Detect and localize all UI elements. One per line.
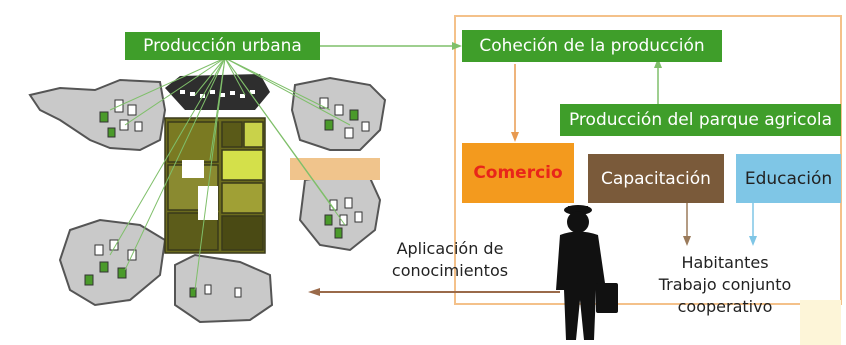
connection-lines: [109, 57, 351, 291]
trabajo-line-2: cooperativo: [677, 297, 773, 316]
label-habitantes: Habitantes Trabajo conjunto cooperativo: [640, 252, 810, 318]
habitantes-text: Habitantes: [681, 253, 769, 272]
arrows: [308, 42, 757, 296]
block-bottom-left: [58, 218, 167, 307]
person-silhouette: [556, 205, 618, 340]
white-plot-1: [182, 160, 204, 178]
label-aplicacion-conocimientos: Aplicación de conocimientos: [375, 238, 525, 282]
aplicacion-line-1: Aplicación de: [396, 239, 504, 258]
trabajo-line-1: Trabajo conjunto: [658, 275, 792, 294]
label-capacitacion: Capacitación: [588, 154, 724, 203]
dark-header-block: [165, 74, 270, 110]
block-top-left: [28, 78, 167, 152]
block-mid-right: [298, 173, 382, 252]
block-bottom-center: [174, 253, 274, 324]
sand-strip: [290, 158, 380, 180]
label-comercio: Comercio: [462, 143, 574, 203]
white-plot-2: [198, 186, 218, 220]
label-cohecion-produccion: Coheción de la producción: [462, 30, 722, 62]
label-produccion-urbana: Producción urbana: [125, 32, 320, 60]
aplicacion-line-2: conocimientos: [391, 261, 509, 280]
process-frame: [454, 15, 842, 305]
label-educacion: Educación: [736, 154, 841, 203]
frame-tint: [800, 300, 841, 345]
label-produccion-parque-agricola: Producción del parque agricola: [560, 104, 841, 136]
